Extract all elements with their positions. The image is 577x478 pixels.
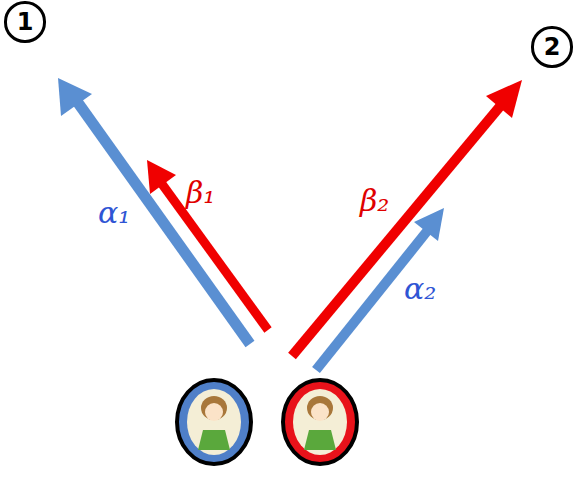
arrow-alpha-2 [316, 208, 444, 370]
greek-label: β₂ [360, 186, 389, 216]
callout-circle: 2 [531, 26, 572, 67]
arrow-beta-2 [292, 80, 522, 356]
callout-number: 2 [544, 35, 561, 59]
person-red [283, 380, 357, 464]
callout-circle: 1 [4, 1, 45, 42]
arrow-alpha-1 [58, 78, 250, 344]
greek-label: β₁ [186, 178, 215, 208]
greek-label: α₁ [98, 198, 130, 228]
greek-label: α₂ [404, 274, 436, 304]
arrow-beta-1 [147, 160, 268, 330]
callout-number: 1 [17, 10, 34, 34]
person-blue [177, 380, 251, 464]
